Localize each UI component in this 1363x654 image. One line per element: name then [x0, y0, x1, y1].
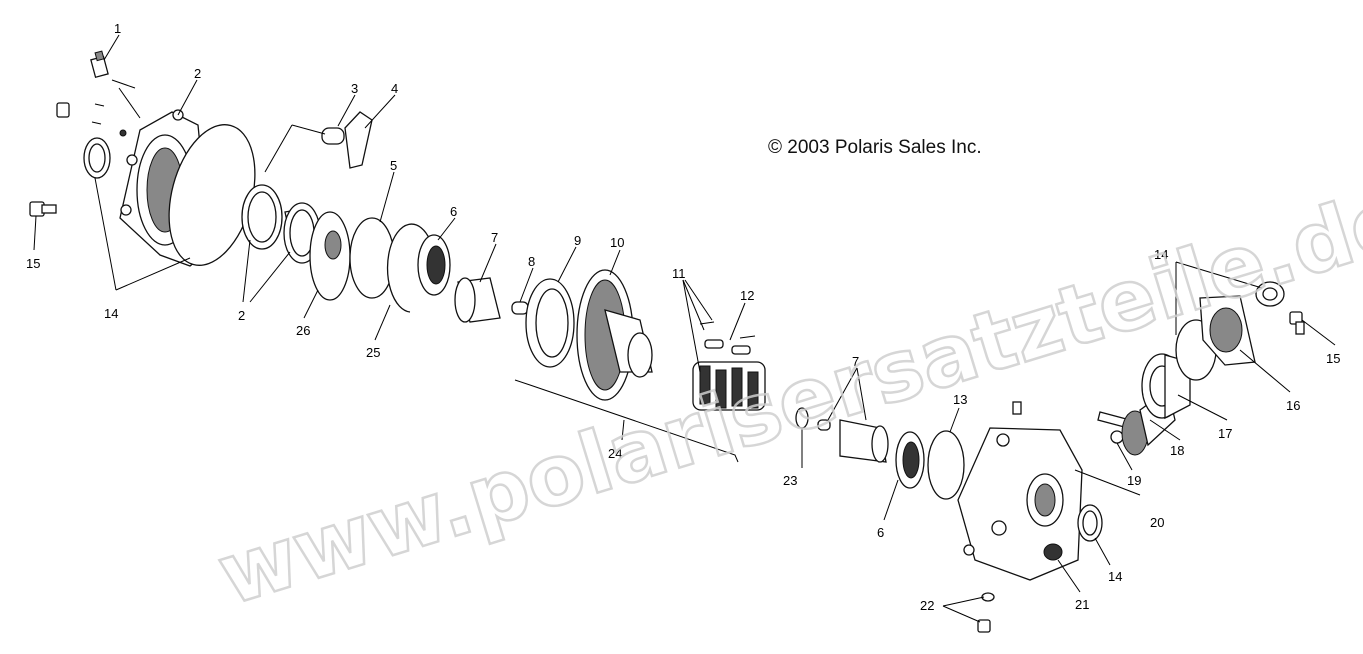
callout-2-bottom: 2 [238, 308, 245, 323]
part-seal-top-right [1255, 281, 1285, 307]
part-drain-bolt [977, 592, 995, 633]
part-bearing-9 [525, 278, 575, 368]
part-springs [699, 321, 756, 355]
callout-26: 26 [296, 323, 310, 338]
part-pins [56, 102, 127, 137]
part-bearing-races [241, 184, 321, 264]
part-cover-16 [1175, 295, 1256, 381]
callout-14-left: 14 [104, 306, 118, 321]
callout-9: 9 [574, 233, 581, 248]
callout-7-right: 7 [852, 354, 859, 369]
callout-13: 13 [953, 392, 967, 407]
callout-14-bottom-right: 14 [1108, 569, 1122, 584]
part-roller-cage [692, 361, 766, 411]
part-race-13 [927, 430, 965, 500]
callout-18: 18 [1170, 443, 1184, 458]
part-sleeve-7 [454, 277, 501, 323]
part-bolt-left [29, 201, 57, 217]
part-bearing-6-right [895, 431, 925, 489]
callout-labels: 1 2 3 4 5 6 7 8 9 10 11 12 14 15 2 26 25… [26, 21, 1340, 613]
part-ring-gear [576, 269, 653, 401]
callout-17: 17 [1218, 426, 1232, 441]
part-pin-7 [817, 419, 831, 431]
callout-20: 20 [1150, 515, 1164, 530]
part-pin-8 [511, 301, 529, 315]
callout-2-top: 2 [194, 66, 201, 81]
part-bearing-6 [417, 234, 451, 296]
callout-7-left: 7 [491, 230, 498, 245]
callout-12: 12 [740, 288, 754, 303]
callout-5: 5 [390, 158, 397, 173]
part-stud [90, 50, 109, 79]
callout-22: 22 [920, 598, 934, 613]
part-bolt-right [1289, 311, 1305, 335]
part-snap-ring-25 [386, 223, 431, 313]
callout-4: 4 [391, 81, 398, 96]
leader-lines [33, 34, 1336, 623]
callout-1: 1 [114, 21, 121, 36]
part-gearcase [957, 427, 1083, 581]
callout-19: 19 [1127, 473, 1141, 488]
part-plug [1043, 543, 1063, 561]
part-seal-right [1077, 504, 1103, 542]
part-sleeve-7-right [839, 419, 889, 463]
callout-24: 24 [608, 446, 622, 461]
callout-10: 10 [610, 235, 624, 250]
callout-16: 16 [1286, 398, 1300, 413]
callout-21: 21 [1075, 597, 1089, 612]
callout-3: 3 [351, 81, 358, 96]
callout-6-left: 6 [450, 204, 457, 219]
callout-15-right: 15 [1326, 351, 1340, 366]
callout-25: 25 [366, 345, 380, 360]
part-dowel [1012, 401, 1022, 415]
callout-8: 8 [528, 254, 535, 269]
part-seal-left [83, 137, 111, 179]
part-plate [309, 211, 351, 301]
copyright-notice: © 2003 Polaris Sales Inc. [768, 137, 982, 158]
callout-6-right: 6 [877, 525, 884, 540]
part-roller-clip [321, 111, 373, 169]
callout-15-left: 15 [26, 256, 40, 271]
callout-23: 23 [783, 473, 797, 488]
part-snap-ring-5 [349, 217, 395, 299]
callout-14-top-right: 14 [1154, 247, 1168, 262]
callout-11: 11 [672, 266, 686, 281]
